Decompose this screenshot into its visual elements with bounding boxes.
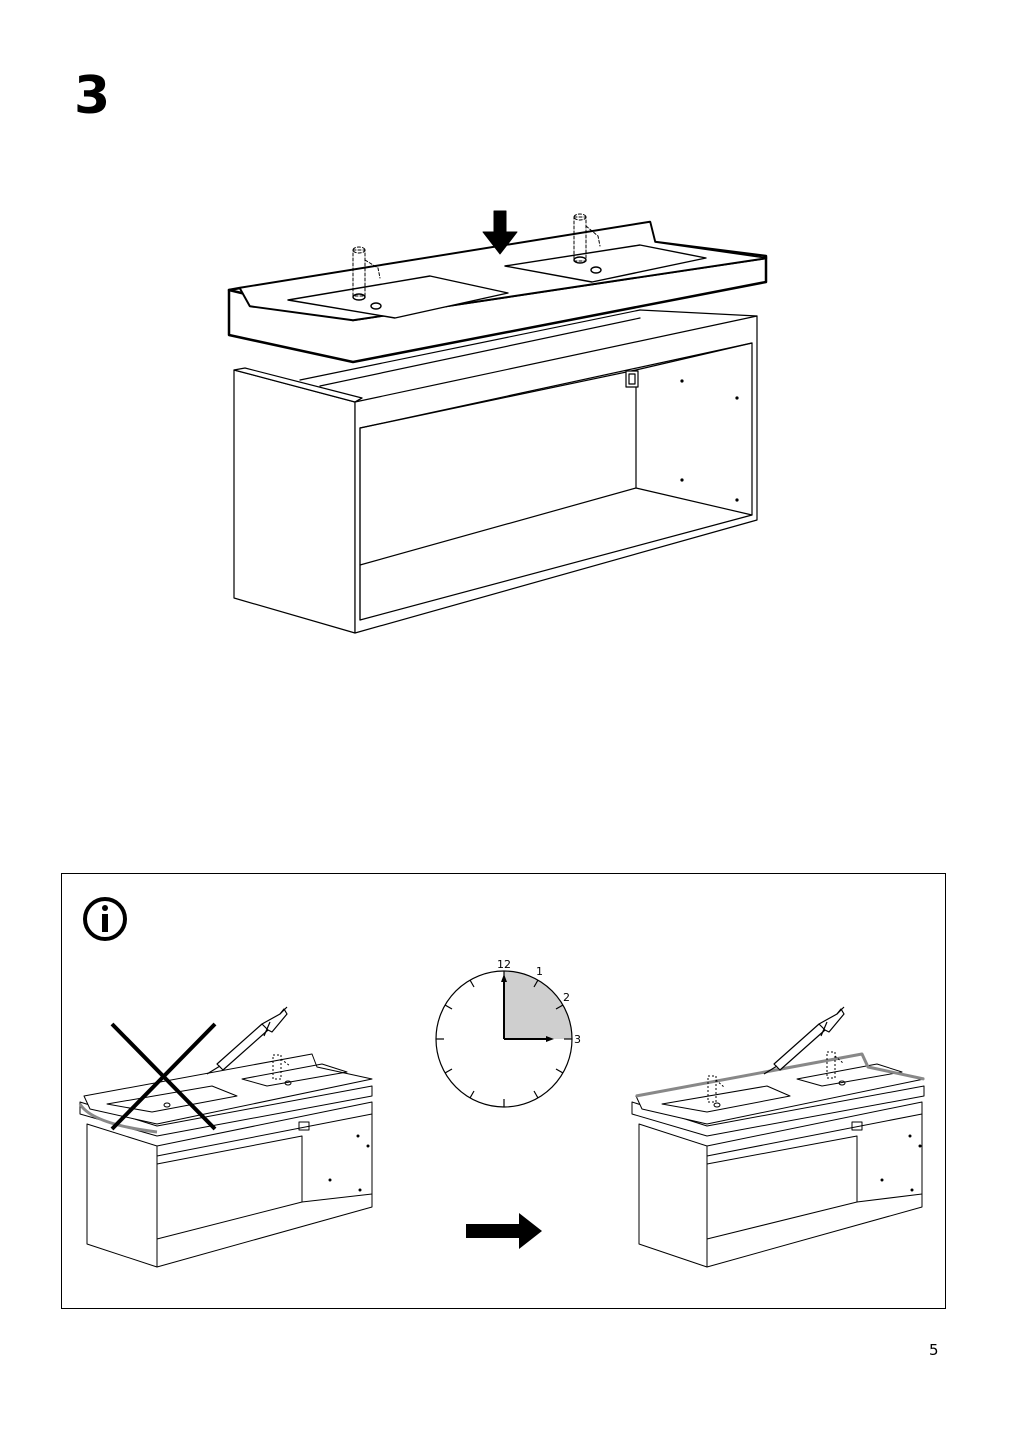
clock-icon bbox=[435, 970, 573, 1108]
step-number: 3 bbox=[74, 66, 111, 126]
down-arrow-icon bbox=[482, 210, 518, 255]
cabinet-frame bbox=[233, 309, 758, 634]
faucet-left bbox=[352, 246, 381, 297]
info-box: 12 1 2 3 bbox=[61, 873, 946, 1309]
main-illustration bbox=[227, 210, 768, 634]
cross-out-icon bbox=[110, 1022, 217, 1131]
clock-label-3: 3 bbox=[574, 1033, 581, 1046]
page-number: 5 bbox=[929, 1341, 939, 1359]
cabinet-incorrect bbox=[78, 1006, 373, 1268]
info-illustration: 12 1 2 3 bbox=[78, 897, 925, 1268]
clock-label-1: 1 bbox=[536, 965, 543, 978]
washbasin bbox=[227, 220, 768, 364]
clock-label-2: 2 bbox=[563, 991, 570, 1004]
clock-label-12: 12 bbox=[497, 958, 511, 971]
info-circle-icon bbox=[83, 897, 127, 941]
cabinet-correct bbox=[631, 1006, 925, 1268]
faucet-right bbox=[573, 213, 601, 262]
right-arrow-icon bbox=[466, 1213, 542, 1249]
